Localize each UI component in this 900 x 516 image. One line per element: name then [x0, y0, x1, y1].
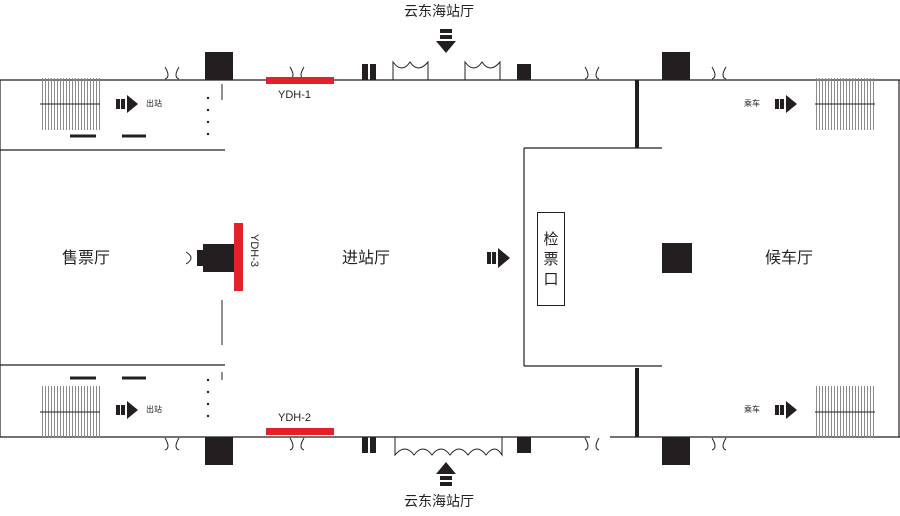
column — [205, 52, 233, 80]
ad-spot-ydh3 — [234, 223, 243, 291]
entry-hall-label: 进站厅 — [342, 248, 391, 267]
ydh3-booth — [185, 244, 235, 272]
ad-spots — [234, 77, 334, 435]
stairs — [40, 78, 875, 438]
arrows — [116, 29, 797, 486]
column — [517, 64, 531, 80]
column — [370, 64, 376, 80]
ticket-hall-label: 售票厅 — [62, 248, 111, 267]
ticket-check-char: 口 — [543, 270, 559, 289]
floor-marks — [70, 134, 146, 380]
arrow-right-icon — [775, 401, 797, 419]
arrow-down-icon — [436, 29, 456, 53]
arrow-right-icon — [116, 401, 138, 419]
entrance-top-label: 云东海站厅 — [404, 4, 474, 20]
column — [370, 437, 376, 453]
column — [362, 64, 368, 80]
ydh2-label: YDH-2 — [278, 412, 312, 424]
arrow-right-icon — [116, 95, 138, 113]
entrance-bottom-label: 云东海站厅 — [404, 494, 474, 510]
ticket-check-box: 检 票 口 — [537, 212, 565, 306]
waiting-hall-label: 候车厅 — [765, 248, 814, 267]
board-top-label: 乘车 — [744, 99, 760, 108]
column — [662, 52, 690, 80]
ad-spot-ydh1 — [266, 77, 334, 84]
column — [662, 243, 692, 273]
arrow-right-icon — [775, 95, 797, 113]
arrow-up-icon — [436, 462, 456, 486]
column — [517, 437, 531, 453]
ticket-check-char: 检 — [543, 229, 559, 248]
ad-spot-ydh2 — [266, 428, 334, 435]
ticket-check-char: 票 — [543, 249, 559, 268]
exit-top-label: 出站 — [146, 99, 162, 108]
ydh1-label: YDH-1 — [278, 89, 312, 101]
columns — [205, 52, 692, 465]
column — [362, 437, 368, 453]
column — [662, 437, 690, 465]
ydh3-label: YDH-3 — [248, 234, 260, 268]
doors-top — [164, 60, 727, 80]
doors-bottom — [164, 437, 727, 457]
arrow-right-icon — [487, 248, 510, 268]
column — [205, 437, 233, 465]
guide-dots — [206, 84, 223, 418]
exit-bottom-label: 出站 — [146, 405, 162, 414]
board-bottom-label: 乘车 — [744, 405, 760, 414]
